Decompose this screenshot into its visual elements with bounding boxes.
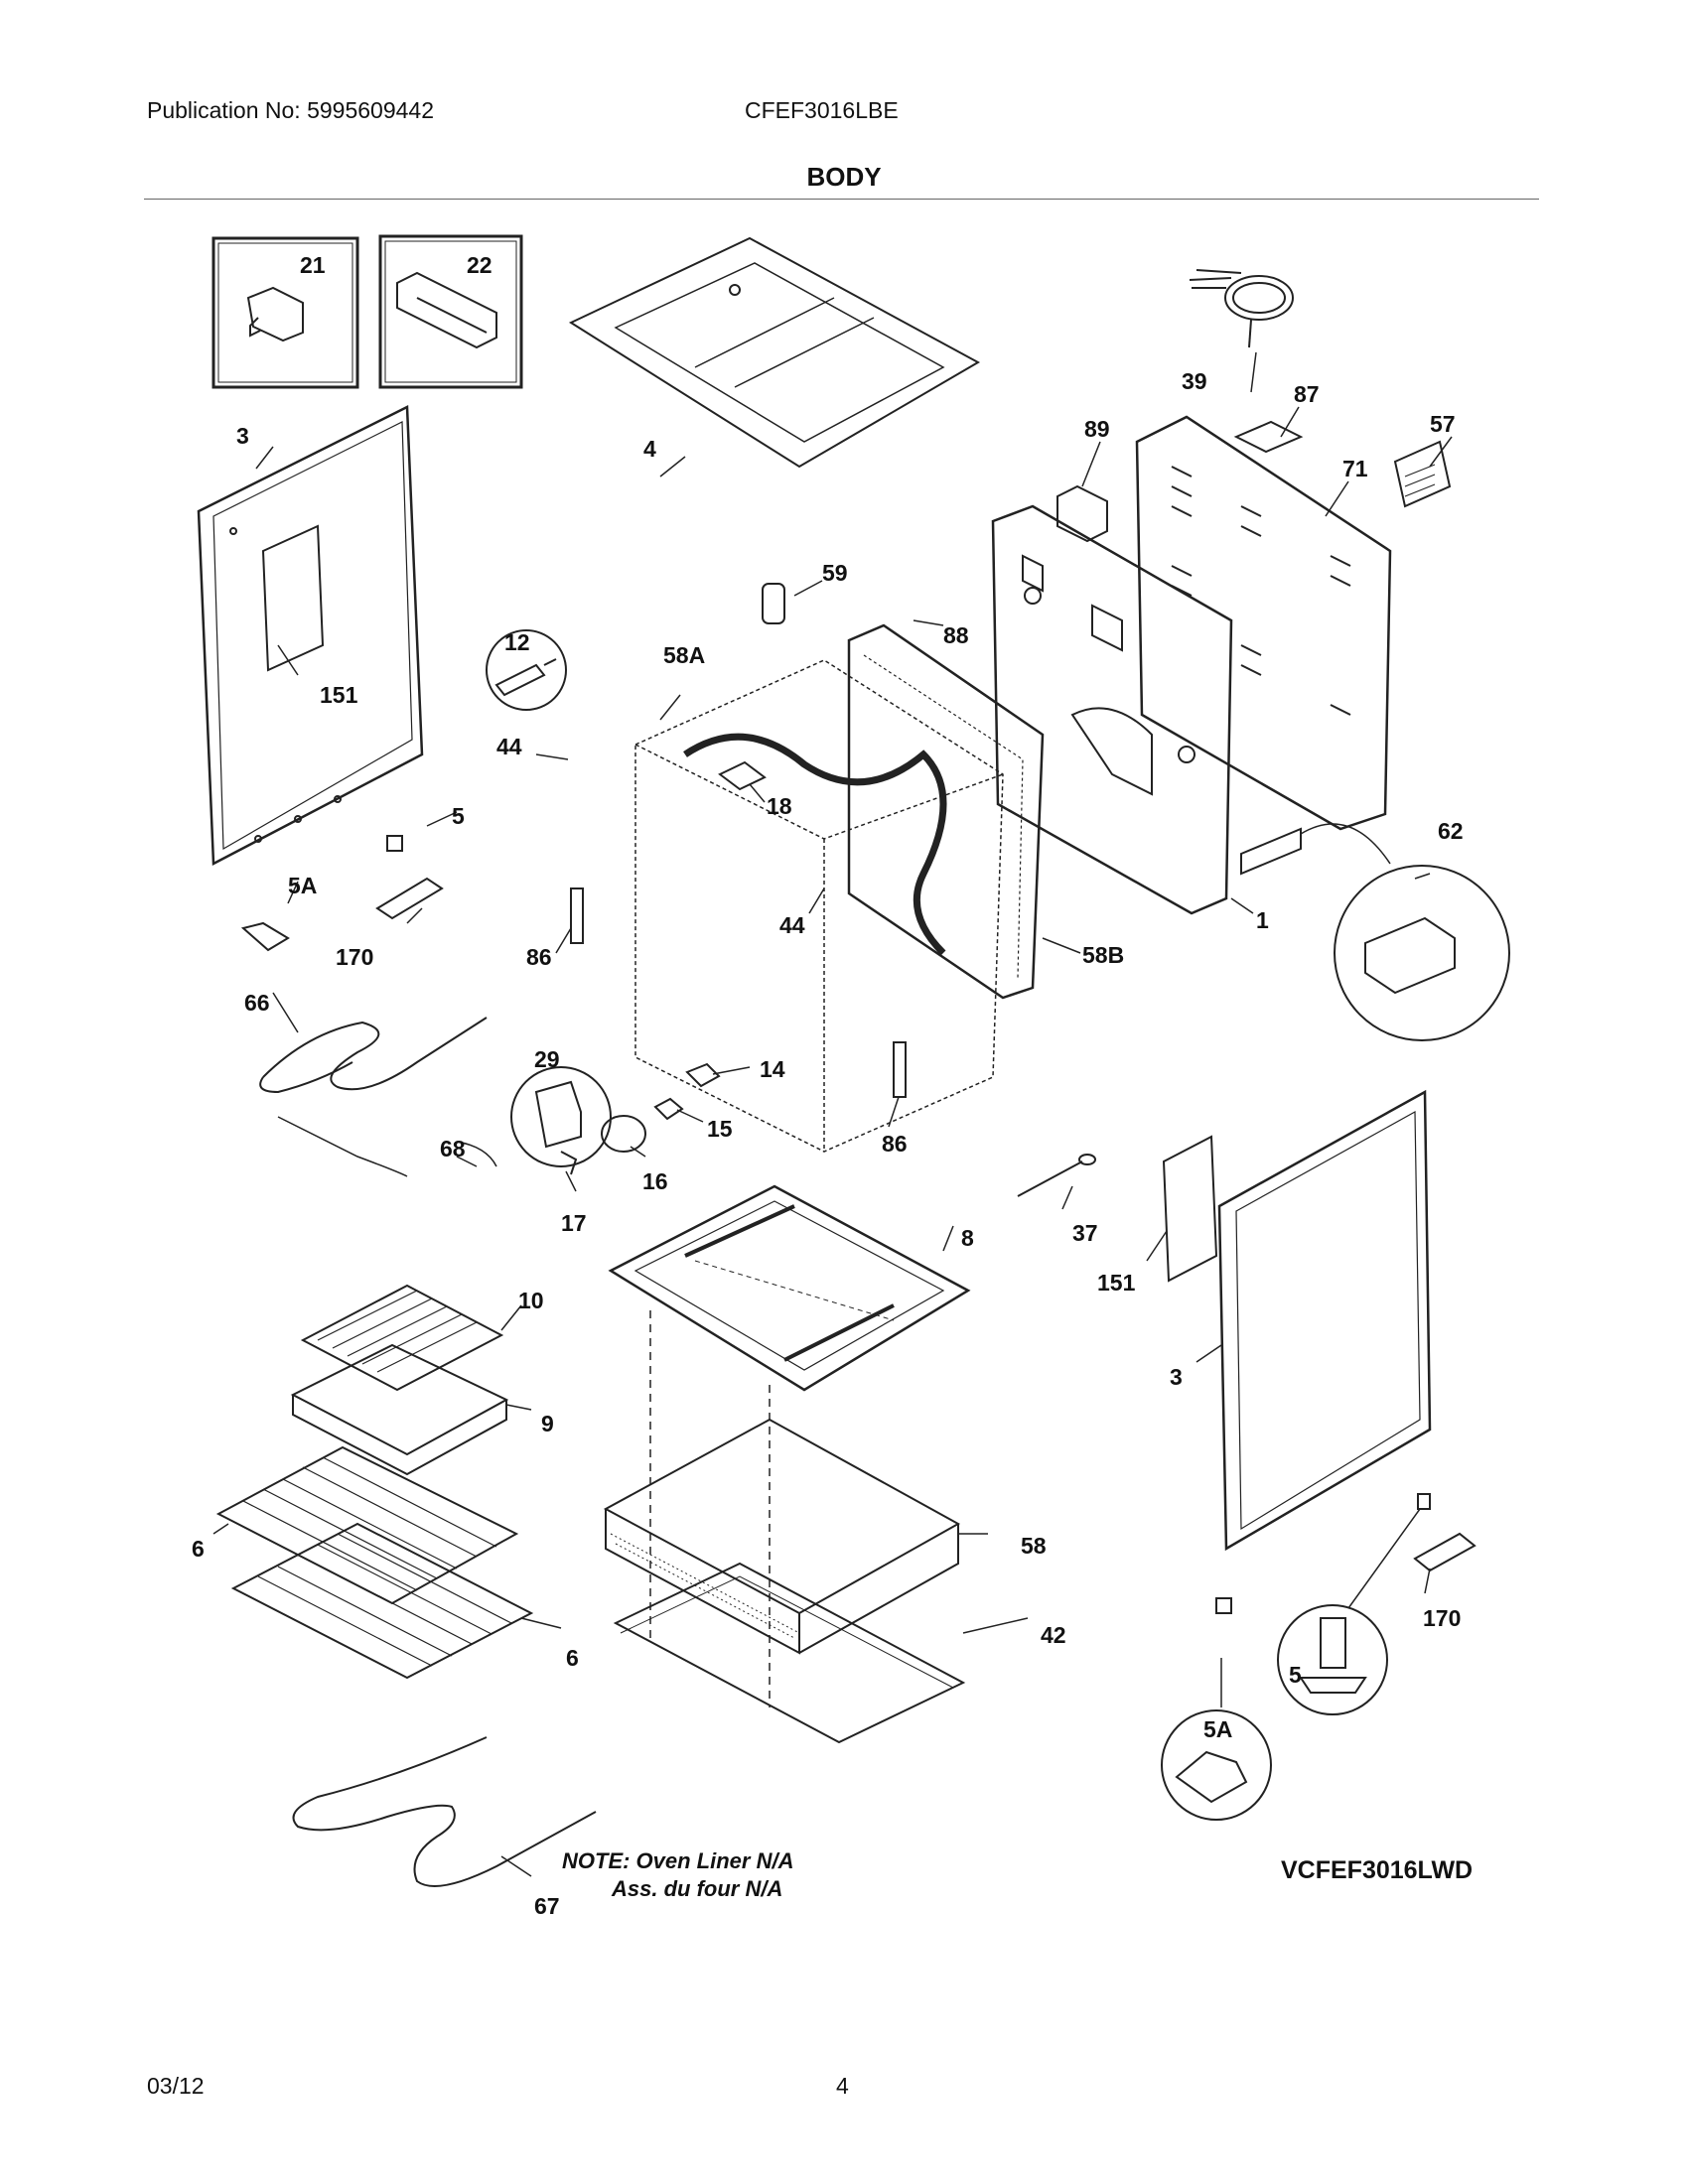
part-39-power-cord (1189, 269, 1294, 348)
part-170-bracket-right (1413, 1532, 1477, 1572)
part-9-broiler-pan (290, 1343, 509, 1476)
callout-4: 4 (643, 436, 656, 462)
callout-86-right: 86 (882, 1131, 908, 1157)
callout-42: 42 (1041, 1622, 1066, 1648)
callout-170-left: 170 (336, 944, 373, 970)
callout-89: 89 (1084, 416, 1110, 442)
callout-22: 22 (467, 252, 492, 278)
callout-5a-right: 5A (1203, 1716, 1232, 1742)
assembly-guide-lines (649, 1310, 771, 1707)
leader-lines (212, 351, 1453, 1877)
callout-58: 58 (1021, 1533, 1047, 1559)
part-42-bottom-panel (613, 1562, 966, 1744)
part-37-sensor-probe (1017, 1154, 1096, 1197)
part-89-bracket (1056, 484, 1108, 543)
part-62-terminal-block (1240, 823, 1510, 1041)
callout-17: 17 (561, 1210, 587, 1236)
part-58b-insulation (847, 623, 1045, 1000)
callout-59: 59 (822, 560, 848, 586)
callout-3-left: 3 (236, 423, 249, 449)
part-58-insulation-block (603, 1418, 961, 1655)
part-86-bracket (570, 887, 907, 1098)
callout-57: 57 (1430, 411, 1456, 437)
callout-16: 16 (642, 1168, 668, 1194)
part-12-sensor-inset (486, 629, 567, 711)
part-68-wire-harness (277, 1116, 497, 1177)
callout-151-left: 151 (320, 682, 358, 708)
callout-5-right: 5 (1289, 1662, 1302, 1688)
part-4-top-panel (568, 236, 981, 469)
callout-21: 21 (300, 252, 326, 278)
oven-cavity (634, 659, 1004, 1153)
callout-67: 67 (534, 1893, 560, 1919)
part-6-oven-rack-upper (215, 1445, 519, 1605)
header-divider (144, 199, 1539, 200)
callout-71: 71 (1342, 456, 1368, 481)
part-14-15-16-17-lamp (560, 1062, 721, 1175)
callout-62: 62 (1438, 818, 1464, 844)
variant-model-label: VCFEF3016LWD (1281, 1856, 1474, 1884)
callout-12: 12 (504, 629, 530, 655)
part-87-clip (1233, 420, 1304, 454)
part-5a-bracket-right-inset (1161, 1597, 1272, 1821)
part-8-oven-bottom (608, 1184, 971, 1392)
part-151-bracket-right (1162, 1135, 1218, 1283)
part-5-leveling-leg-inset (1277, 1493, 1431, 1715)
part-29-inset (510, 1066, 612, 1167)
page-number: 4 (836, 2073, 849, 2099)
section-title: BODY (806, 162, 882, 192)
part-6-oven-rack-lower (230, 1522, 534, 1680)
note-line-1: NOTE: Oven Liner N/A (562, 1848, 794, 1873)
part-1-rear-frame (991, 504, 1233, 915)
part-21-inset (211, 236, 359, 389)
part-67-broil-element (292, 1736, 597, 1887)
callout-14: 14 (760, 1056, 785, 1082)
callout-8: 8 (961, 1225, 974, 1251)
callout-5a-left: 5A (288, 873, 317, 898)
part-22-inset (378, 234, 523, 389)
callout-87: 87 (1294, 381, 1320, 407)
callout-44-left: 44 (496, 734, 522, 759)
callout-10: 10 (518, 1288, 544, 1313)
part-18-bracket (718, 760, 767, 791)
callout-58a: 58A (663, 642, 705, 668)
callout-18: 18 (767, 793, 792, 819)
callout-3-right: 3 (1170, 1364, 1183, 1390)
callout-88: 88 (943, 622, 969, 648)
callout-68: 68 (440, 1136, 466, 1161)
callout-39: 39 (1182, 368, 1207, 394)
callout-6-upper: 6 (192, 1536, 205, 1562)
part-10-broiler-insert (300, 1284, 504, 1392)
model-number: CFEF3016LBE (745, 97, 899, 123)
callout-29: 29 (534, 1046, 560, 1072)
callout-66: 66 (244, 990, 270, 1016)
callout-37: 37 (1072, 1220, 1098, 1246)
part-59-vent (762, 583, 785, 624)
callout-6-lower: 6 (566, 1645, 579, 1671)
callout-86-left: 86 (526, 944, 552, 970)
callout-5-left: 5 (452, 803, 465, 829)
callout-15: 15 (707, 1116, 733, 1142)
callout-1: 1 (1256, 907, 1269, 933)
callout-151-right: 151 (1097, 1270, 1136, 1296)
footer-date: 03/12 (147, 2073, 205, 2099)
callout-9: 9 (541, 1411, 554, 1436)
part-3-left-side-panel (197, 405, 424, 867)
callout-labels: 21 22 4 39 87 57 3 151 89 71 59 88 12 58… (192, 252, 1464, 1919)
part-170-bracket-left (375, 877, 444, 920)
publication-number: Publication No: 5995609442 (147, 97, 435, 123)
callout-170-right: 170 (1423, 1605, 1461, 1631)
part-5a-bracket-left (240, 921, 290, 952)
part-3-right-side-panel (1217, 1089, 1432, 1552)
part-66-bake-element (259, 1017, 488, 1094)
callout-44-right: 44 (779, 912, 805, 938)
note-line-2: Ass. du four N/A (612, 1876, 783, 1901)
part-5-leveling-leg-left (386, 835, 403, 852)
callout-58b: 58B (1082, 942, 1124, 968)
